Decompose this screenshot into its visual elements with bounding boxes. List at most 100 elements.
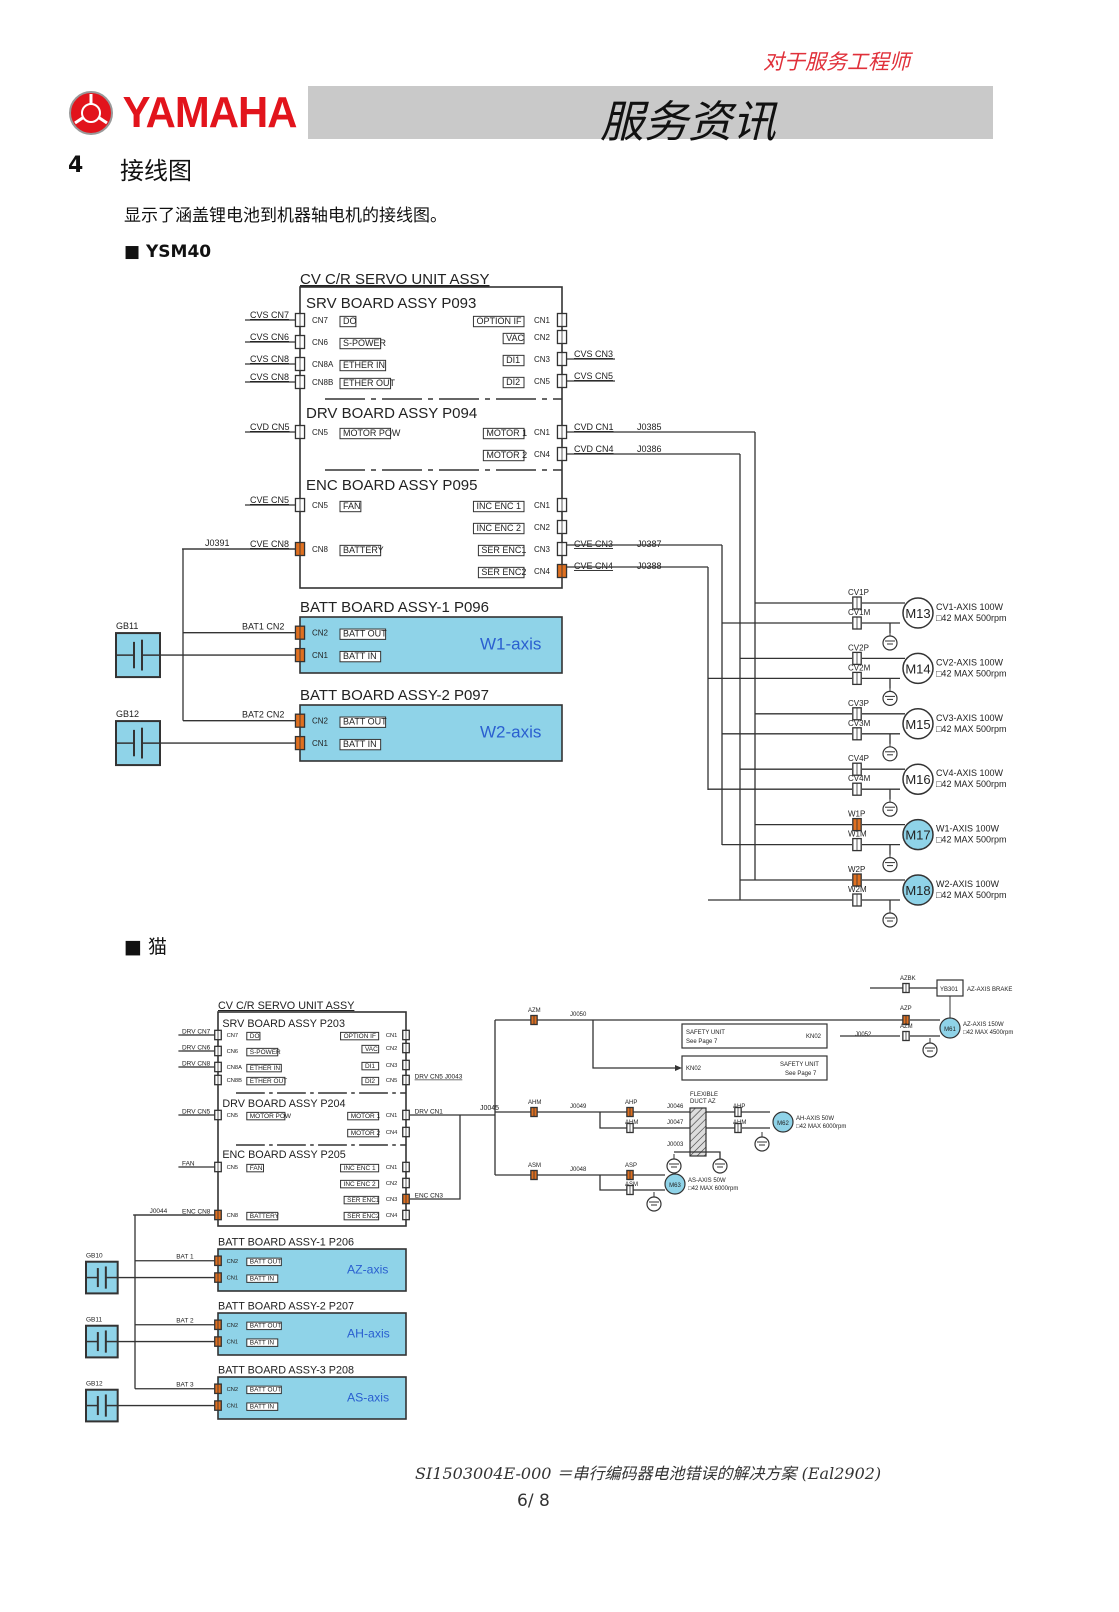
connector-id: CN8B: [227, 1078, 243, 1084]
flex-title: FLEXIBLE: [690, 1092, 718, 1098]
motor-connector-label: CV1P: [848, 588, 869, 597]
wire-label: J0386: [637, 444, 662, 454]
wire-label: ENC CN3: [415, 1193, 444, 1200]
page-number: 6/ 8: [517, 1491, 550, 1511]
board-function-box: [339, 377, 392, 390]
connector-id: CN8: [312, 545, 329, 554]
wire-label: DRV CN8: [182, 1061, 211, 1068]
wire-label: J0046: [667, 1104, 684, 1110]
board-function-box: [477, 566, 525, 579]
axis-label: W1-axis: [480, 634, 541, 653]
batt-board: [217, 1248, 407, 1292]
brake-label: AZ-AXIS BRAKE: [967, 987, 1012, 993]
board-function-box: [339, 500, 362, 513]
wire: [410, 1115, 461, 1200]
connector-label: ASP: [625, 1163, 637, 1169]
batt-out-label-box: [246, 1385, 282, 1395]
board-function-box: [340, 1163, 380, 1173]
batt-out-label-box: [246, 1257, 282, 1267]
wire-label: CVE CN5: [250, 495, 289, 505]
ground-icon: [882, 912, 898, 928]
motor-spec: □42 MAX 500rpm: [936, 835, 1006, 845]
board-function-box: [339, 544, 382, 557]
connector-label: AHM: [528, 1100, 541, 1106]
board-title: DRV BOARD ASSY P094: [306, 405, 477, 422]
board-function: DI2: [365, 1078, 375, 1085]
motor-icon: [902, 652, 934, 685]
wire-label: CVE CN3: [574, 539, 613, 549]
motor-connector-label: CV3M: [848, 719, 871, 728]
board-function: ETHER OUT: [343, 378, 396, 388]
board-function: SER ENC2: [347, 1213, 380, 1220]
batt-out-label-box: [246, 1321, 282, 1331]
wire-label: BAT 1: [176, 1254, 194, 1261]
board-function-box: [246, 1047, 279, 1057]
flex-sub: DUCT AZ: [690, 1099, 716, 1105]
wire: [592, 1020, 675, 1069]
batt-in-label: BATT IN: [250, 1339, 275, 1346]
unit-title: CV C/R SERVO UNIT ASSY: [218, 1000, 354, 1012]
motor-spec: □42 MAX 500rpm: [936, 613, 1006, 623]
motor-connector-label: CV3P: [848, 699, 869, 708]
wire-label: J0044: [150, 1208, 168, 1215]
batt-in-label: BATT IN: [250, 1403, 275, 1410]
board-function: ETHER OUT: [250, 1078, 287, 1085]
wire-label: J0387: [637, 539, 662, 549]
board-function: FAN: [343, 501, 361, 511]
wire-label: BAT 3: [176, 1382, 194, 1389]
subsection-cat: ■ 猫: [124, 936, 167, 958]
board-function-box: [472, 500, 525, 513]
wire-label: DRV CN1: [415, 1109, 444, 1116]
wire-label: J0052: [855, 1032, 872, 1038]
board-function-box: [246, 1076, 286, 1086]
ground-icon: [882, 856, 898, 873]
board-function: SER ENC1: [347, 1197, 380, 1204]
board-function-box: [246, 1111, 286, 1121]
connector-id: CN1: [227, 1276, 239, 1282]
board-function: VAC: [506, 333, 524, 343]
connector-id: CN5: [227, 1165, 239, 1171]
board-function: S-POWER: [343, 338, 387, 348]
axis-label: W2-axis: [480, 722, 541, 741]
batt-in-label-box: [246, 1274, 279, 1283]
connector-id: CN5: [227, 1113, 239, 1119]
motor-spec: AS-AXIS 50W: [688, 1178, 726, 1184]
connector-label: AZP: [900, 1006, 912, 1012]
connector-id: CN4: [386, 1130, 398, 1136]
battery-bus-wire: [182, 548, 295, 721]
motor-connector-label: CV4P: [848, 754, 869, 763]
board-function: BATTERY: [343, 545, 384, 555]
wire-label: CVD CN1: [574, 422, 614, 432]
connector-label: AZBK: [900, 976, 916, 982]
motor-spec: CV2-AXIS 100W: [936, 657, 1004, 667]
connector-id: CN6: [312, 338, 329, 347]
motor-spec: □42 MAX 500rpm: [936, 779, 1006, 789]
motor-spec: □42 MAX 6000rpm: [688, 1186, 738, 1192]
batt-in-label: BATT IN: [343, 739, 377, 749]
motor-connector-label: W2P: [848, 865, 865, 874]
connector-id: CN3: [386, 1063, 398, 1069]
safety-unit-box: [681, 1023, 828, 1049]
board-function: INC ENC 2: [344, 1181, 376, 1188]
board-function-box: [361, 1044, 380, 1054]
connector-id: CN5: [534, 377, 551, 386]
batt-in-label-box: [339, 738, 382, 751]
motor-spec: AH-AXIS 50W: [796, 1116, 834, 1122]
connector-id: CN1: [534, 316, 551, 325]
connector-id: CN4: [386, 1213, 398, 1219]
board-function-box: [339, 315, 357, 328]
ground-icon: [666, 1158, 682, 1174]
ground-icon: [882, 635, 898, 651]
ground-icon: [882, 801, 898, 817]
wire-label: CVS CN5: [574, 371, 613, 381]
batt-board: [217, 1376, 407, 1420]
wire-label: J0388: [637, 561, 662, 571]
wire-label: DRV CN7: [182, 1029, 211, 1036]
board-function-box: [246, 1063, 282, 1073]
wire-label: BAT2 CN2: [242, 710, 284, 720]
header-title: 服务资讯: [600, 97, 776, 148]
motor-icon: [664, 1173, 686, 1195]
motor-icon: [902, 818, 934, 851]
motor-id: M61: [944, 1027, 956, 1033]
board-function-box: [246, 1031, 261, 1041]
